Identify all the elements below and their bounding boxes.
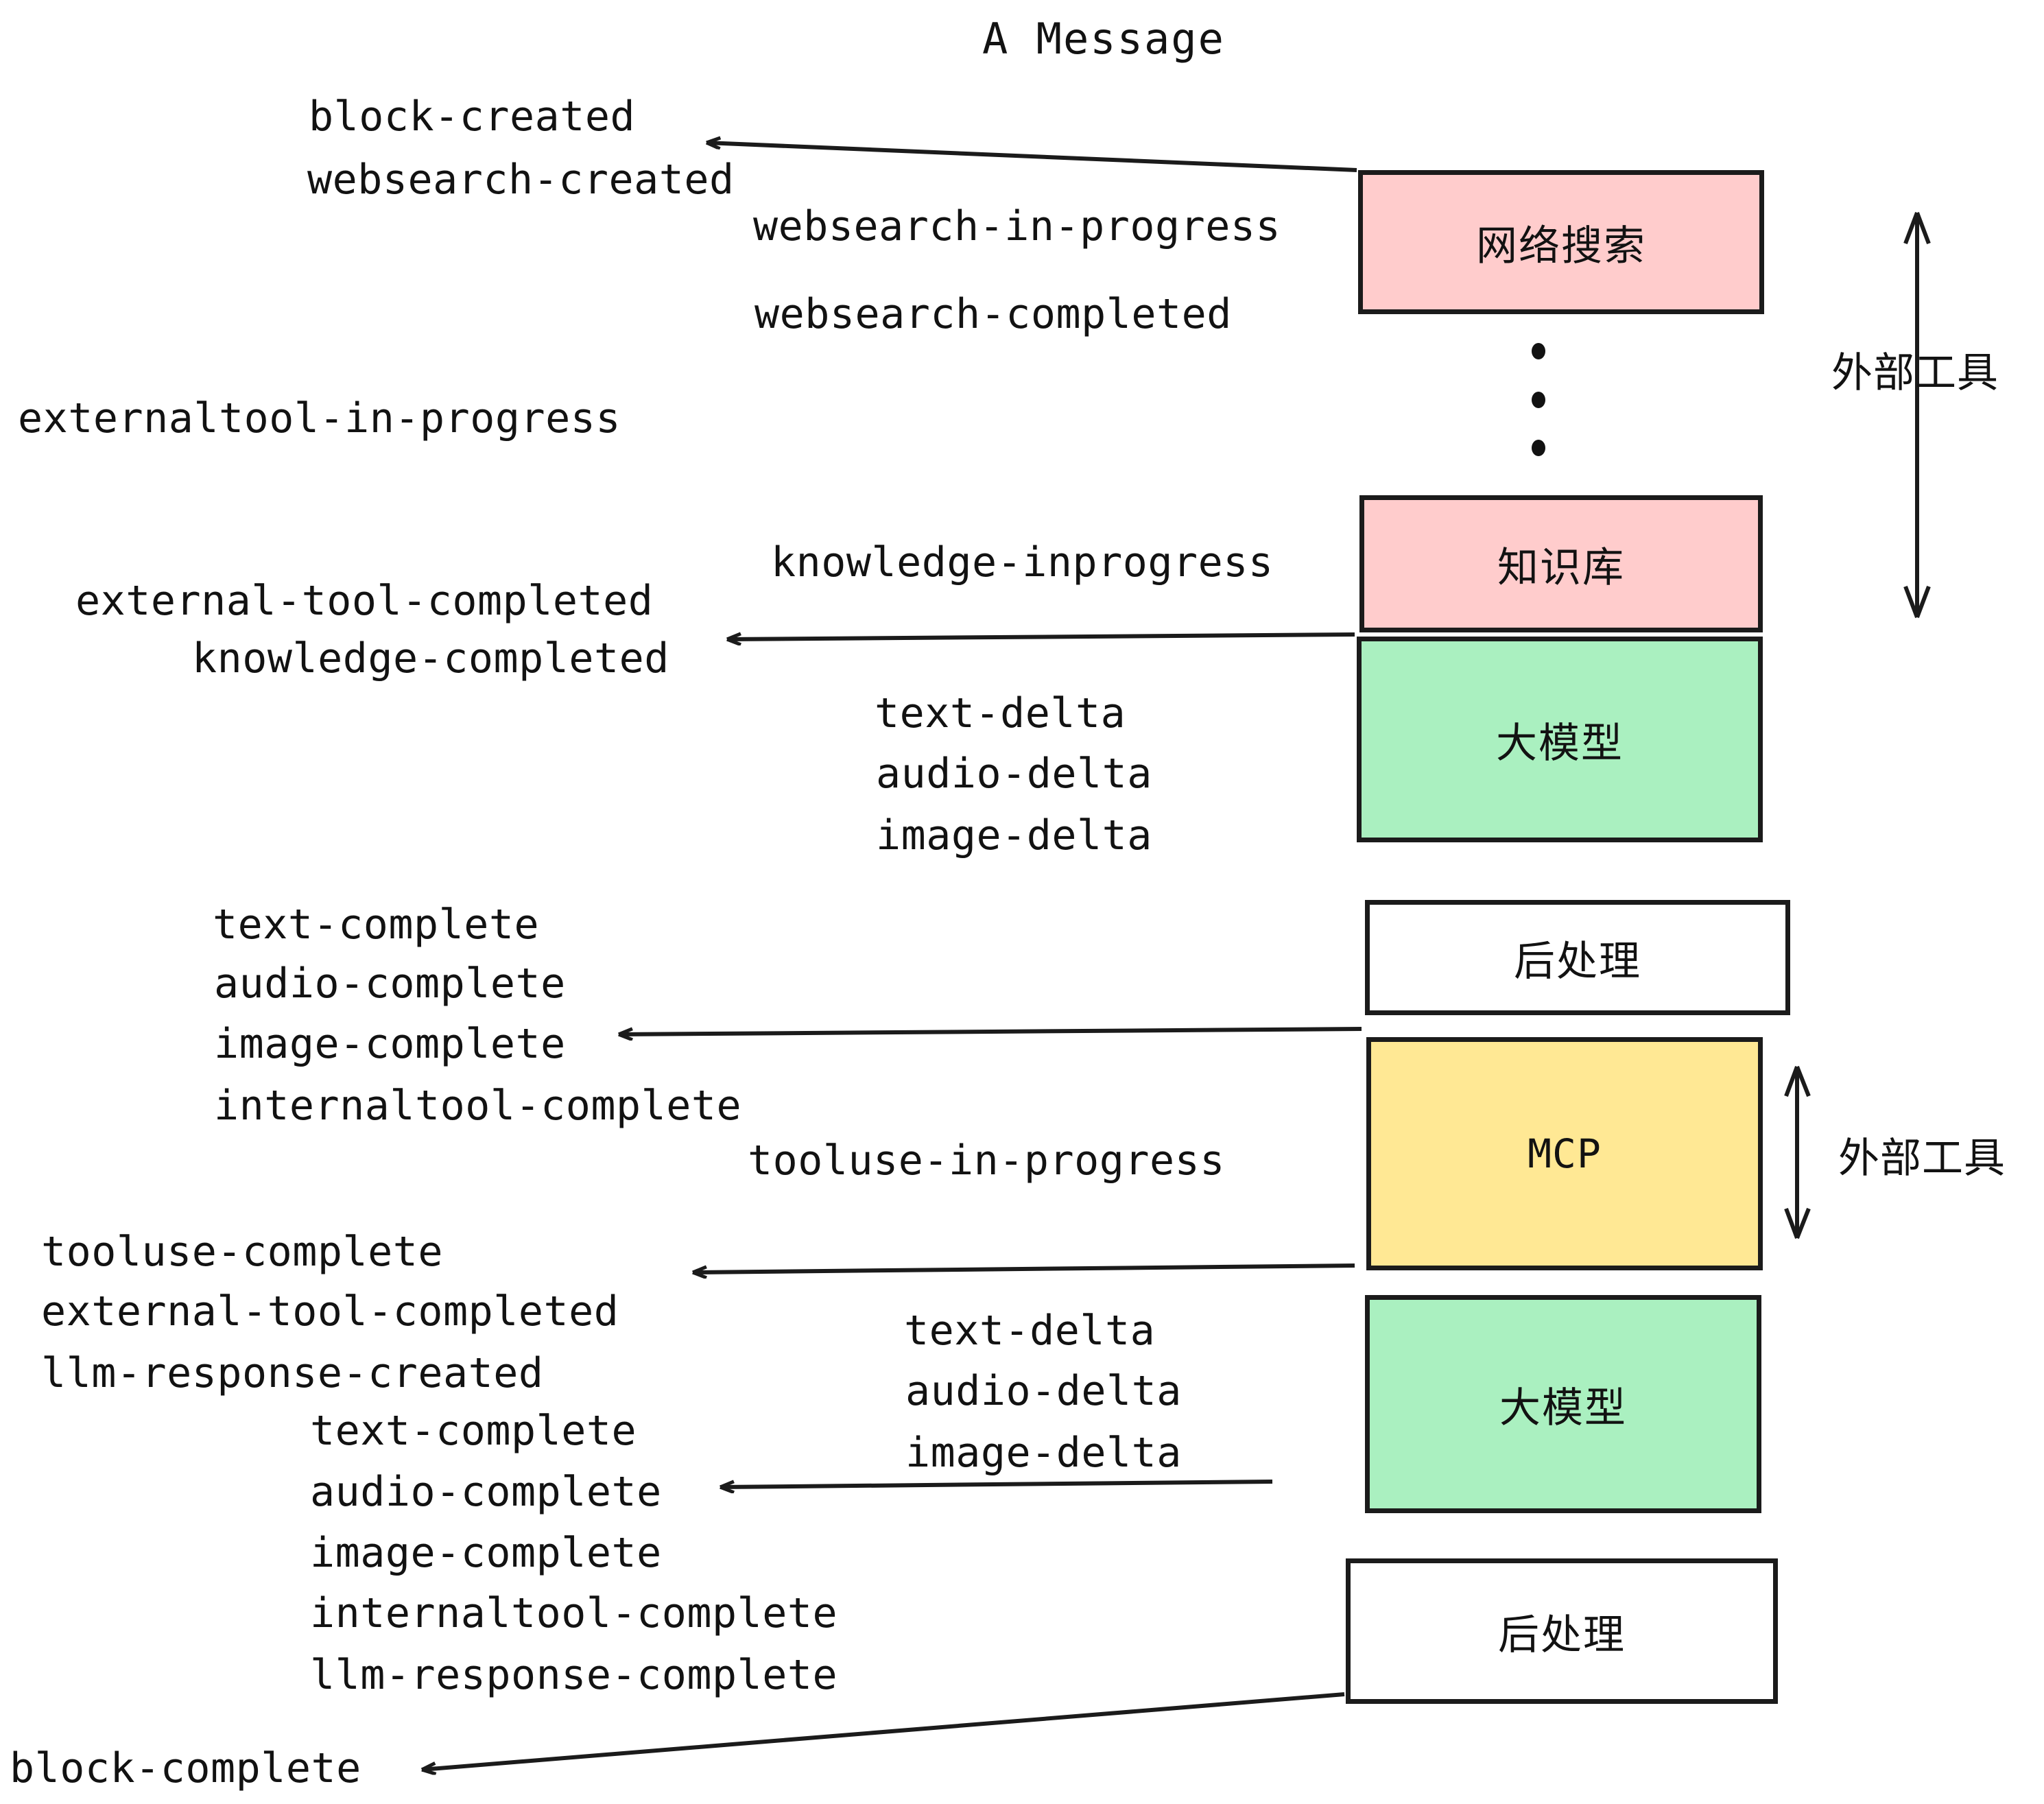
ellipsis-dot <box>1532 343 1545 359</box>
box-postprocess-top[interactable]: 后处理 <box>1365 900 1790 1015</box>
box-knowledge-label: 知识库 <box>1497 543 1625 592</box>
event-websearch-completed: websearch-completed <box>754 290 1232 338</box>
event-text-delta-2: text-delta <box>904 1307 1156 1355</box>
event-knowledge-completed: knowledge-completed <box>192 634 669 683</box>
ellipsis-dot <box>1532 391 1545 408</box>
box-mcp-label: MCP <box>1528 1130 1602 1177</box>
event-llm-response-complete: llm-response-complete <box>310 1651 838 1699</box>
arrow-block-complete <box>422 1692 1345 1770</box>
event-block-created: block-created <box>309 93 636 141</box>
box-llm-top[interactable]: 大模型 <box>1357 637 1763 842</box>
event-websearch-created: websearch-created <box>307 156 735 204</box>
event-audio-delta-1: audio-delta <box>876 750 1152 798</box>
event-image-complete-2: image-complete <box>310 1529 662 1577</box>
event-text-complete-1: text-complete <box>213 901 540 949</box>
arrow-tooluse-complete <box>693 1263 1355 1272</box>
event-audio-delta-2: audio-delta <box>905 1367 1182 1415</box>
box-postprocess-bottom[interactable]: 后处理 <box>1346 1558 1778 1704</box>
arrow-knowledge-completed <box>727 634 1355 639</box>
event-image-complete-1: image-complete <box>214 1020 566 1068</box>
box-mcp[interactable]: MCP <box>1366 1037 1763 1270</box>
box-postprocess-top-label: 后处理 <box>1514 937 1641 986</box>
event-text-complete-2: text-complete <box>310 1407 637 1455</box>
box-llm-bottom[interactable]: 大模型 <box>1365 1295 1761 1513</box>
event-external-tool-completed-2: external-tool-completed <box>41 1287 619 1336</box>
external-tool-label-top: 外部工具 <box>1831 349 1999 397</box>
event-text-delta-1: text-delta <box>875 689 1126 737</box>
event-internaltool-complete-2: internaltool-complete <box>310 1589 838 1637</box>
diagram-title: A Message <box>982 14 1225 64</box>
event-image-delta-2: image-delta <box>905 1429 1182 1477</box>
event-tooluse-in-progress: tooluse-in-progress <box>748 1137 1225 1185</box>
box-llm-bottom-label: 大模型 <box>1499 1384 1627 1432</box>
event-block-complete: block-complete <box>10 1744 361 1792</box>
box-postprocess-bottom-label: 后处理 <box>1498 1611 1626 1659</box>
event-knowledge-inprogress: knowledge-inprogress <box>771 538 1274 586</box>
arrow-websearch-created <box>706 143 1357 172</box>
event-llm-response-created: llm-response-created <box>41 1349 544 1397</box>
box-websearch-label: 网络搜索 <box>1476 222 1646 270</box>
external-tool-label-bottom: 外部工具 <box>1838 1135 2006 1183</box>
vertical-ellipsis <box>1531 343 1546 456</box>
event-externaltool-in-progress: externaltool-in-progress <box>18 394 621 442</box>
event-audio-complete-2: audio-complete <box>310 1468 662 1516</box>
event-audio-complete-1: audio-complete <box>214 960 566 1008</box>
event-tooluse-complete: tooluse-complete <box>41 1228 443 1276</box>
event-external-tool-completed-1: external-tool-completed <box>75 577 654 625</box>
box-knowledge[interactable]: 知识库 <box>1359 495 1763 632</box>
box-llm-top-label: 大模型 <box>1496 719 1624 768</box>
arrow-audio-complete <box>720 1480 1273 1487</box>
event-image-delta-1: image-delta <box>876 811 1152 859</box>
arrow-image-complete <box>619 1027 1362 1034</box>
event-websearch-in-progress: websearch-in-progress <box>753 202 1281 250</box>
event-internaltool-complete-1: internaltool-complete <box>214 1082 742 1130</box>
box-websearch[interactable]: 网络搜索 <box>1358 170 1764 314</box>
ellipsis-dot <box>1532 440 1545 456</box>
external-tool-range-top <box>1903 211 1931 619</box>
external-tool-range-bottom <box>1784 1065 1811 1239</box>
